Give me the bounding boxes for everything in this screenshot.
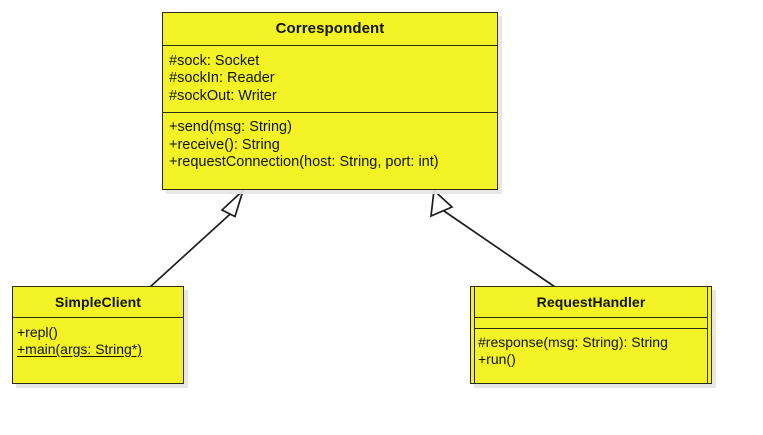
attribute-row: #sock: Socket <box>169 52 260 69</box>
class-name-compartment: SimpleClient <box>13 287 183 317</box>
operation-row: +receive(): String <box>169 136 280 153</box>
operation-row: +repl() <box>17 323 58 340</box>
class-name-compartment: RequestHandler <box>475 287 707 317</box>
class-title: RequestHandler <box>536 294 646 310</box>
class-box-simpleclient[interactable]: SimpleClient +repl() +main(args: String*… <box>12 286 184 384</box>
class-inner: Correspondent #sock: Socket #sockIn: Rea… <box>163 13 497 189</box>
class-box-correspondent[interactable]: Correspondent #sock: Socket #sockIn: Rea… <box>162 12 498 190</box>
operation-row: #response(msg: String): String <box>478 333 668 350</box>
generalization-simpleclient-to-correspondent <box>149 187 245 288</box>
generalization-arrowhead <box>429 188 454 218</box>
generalization-line <box>443 210 556 288</box>
attribute-row: #sockIn: Reader <box>169 70 275 86</box>
operation-row: +run() <box>478 350 516 367</box>
class-name-compartment: Correspondent <box>163 13 497 45</box>
attribute-row: #sockOut: Writer <box>169 87 277 104</box>
class-inner: SimpleClient +repl() +main(args: String*… <box>13 287 183 383</box>
class-box-requesthandler[interactable]: RequestHandler #response(msg: String): S… <box>470 286 712 384</box>
operations-compartment: +send(msg: String) +receive(): String +r… <box>163 111 497 178</box>
generalization-requesthandler-to-correspondent <box>429 188 556 288</box>
operation-row: +send(msg: String) <box>169 119 292 135</box>
operation-row-static: +main(args: String*) <box>17 340 142 357</box>
attributes-compartment: #sock: Socket #sockIn: Reader #sockOut: … <box>163 45 497 112</box>
operation-row: +requestConnection(host: String, port: i… <box>169 154 439 170</box>
attributes-compartment <box>475 317 707 328</box>
class-inner: RequestHandler #response(msg: String): S… <box>474 287 708 383</box>
operations-compartment: #response(msg: String): String +run() <box>475 328 707 371</box>
class-title: SimpleClient <box>55 294 141 310</box>
generalization-arrowhead <box>220 187 245 218</box>
generalization-line <box>149 210 235 288</box>
class-title: Correspondent <box>275 20 385 37</box>
operations-compartment: +repl() +main(args: String*) <box>13 317 183 361</box>
